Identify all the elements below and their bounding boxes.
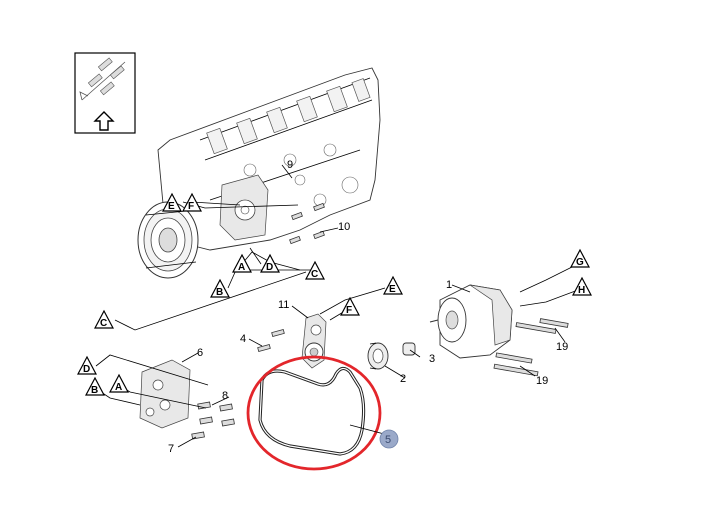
marker-b-left: B [85, 376, 105, 396]
callout-7: 7 [168, 443, 174, 455]
callout-8: 8 [222, 390, 228, 402]
svg-text:B: B [91, 385, 98, 396]
belt-tensioner [301, 313, 327, 369]
svg-text:D: D [83, 364, 90, 375]
callout-numbers: 1 2 3 4 6 7 8 9 10 11 19 19 [168, 159, 568, 455]
marker-f-top: F [182, 192, 202, 212]
marker-h-right: H [572, 276, 592, 296]
svg-text:F: F [188, 201, 194, 212]
marker-d-top: D [260, 253, 280, 273]
callout-10: 10 [338, 221, 350, 233]
svg-text:C: C [311, 269, 318, 280]
callout-5-badge: 5 [379, 429, 399, 449]
idler-pulley [367, 342, 389, 370]
crankshaft-pulley [137, 201, 199, 279]
marker-a-left: A [109, 373, 129, 393]
svg-text:A: A [115, 382, 122, 393]
marker-e-top: E [162, 192, 182, 212]
marker-d-left: D [77, 355, 97, 375]
engine-orientation-icon [79, 57, 126, 101]
mounting-bracket [139, 359, 191, 429]
svg-text:D: D [266, 262, 273, 273]
highlight-circle [246, 355, 382, 471]
callout-4: 4 [240, 333, 246, 345]
engine-block [137, 67, 381, 279]
svg-text:E: E [168, 201, 175, 212]
callout-6: 6 [197, 347, 203, 359]
svg-text:E: E [389, 284, 396, 295]
callout-2: 2 [400, 373, 406, 385]
arrow-up-icon [93, 111, 115, 131]
marker-c-top: C [305, 260, 325, 280]
callout-1: 1 [446, 279, 452, 291]
ac-compressor [429, 284, 513, 359]
svg-text:F: F [346, 305, 352, 316]
triangle-markers: E F A D C B C D [77, 192, 592, 396]
marker-e-mid: E [383, 275, 403, 295]
marker-a-top: A [232, 253, 252, 273]
callout-19-upper: 19 [556, 341, 568, 353]
marker-c-left: C [94, 309, 114, 329]
callout-3: 3 [429, 353, 435, 365]
svg-text:G: G [576, 257, 584, 268]
svg-text:C: C [100, 318, 107, 329]
svg-text:H: H [578, 285, 585, 296]
callout-5: 5 [385, 434, 391, 446]
callout-19-lower: 19 [536, 375, 548, 387]
marker-f-mid: F [340, 296, 360, 316]
marker-b-top: B [210, 278, 230, 298]
callout-9: 9 [287, 159, 293, 171]
svg-text:A: A [238, 262, 245, 273]
callout-11: 11 [278, 299, 289, 311]
orientation-inset [74, 52, 136, 134]
marker-g-right: G [570, 248, 590, 268]
spacer [402, 342, 416, 356]
svg-text:B: B [216, 287, 223, 298]
drive-belt [258, 366, 366, 456]
